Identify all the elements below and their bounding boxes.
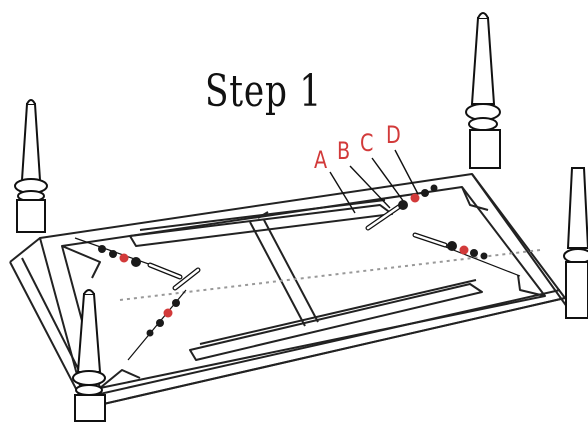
- label-a: A: [314, 146, 328, 174]
- center-brace-2: [257, 211, 269, 219]
- leg-front-right: [563, 167, 588, 319]
- hardware-right: [412, 232, 521, 277]
- leg-front-left: [72, 289, 106, 422]
- slat-bottom: [189, 283, 483, 361]
- step-title: Step 1: [205, 66, 323, 117]
- leg-back-right: [465, 12, 501, 169]
- label-d: D: [386, 121, 401, 149]
- label-c: C: [360, 129, 374, 157]
- hardware-left-top: [74, 237, 201, 291]
- hardware-left-lower: [127, 289, 187, 361]
- label-leaders: [329, 149, 419, 214]
- legs: [14, 12, 588, 422]
- leg-back-left: [14, 99, 48, 233]
- label-b: B: [337, 137, 351, 165]
- hardware-center: [365, 184, 438, 231]
- center-brace-1: [249, 221, 306, 327]
